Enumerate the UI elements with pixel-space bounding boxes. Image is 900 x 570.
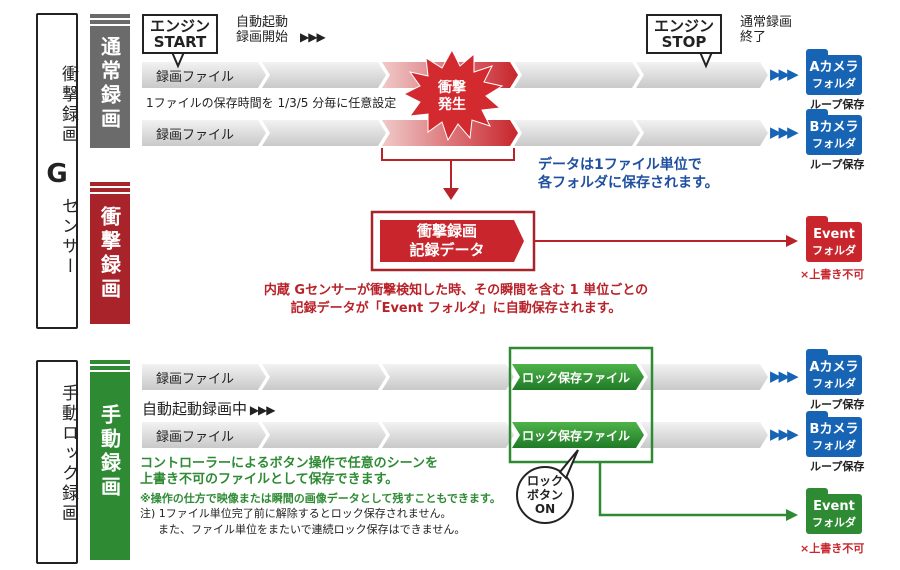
folder-b-top: Bカメラ フォルダ: [806, 109, 862, 155]
bottom-bar-1-seg5: [640, 364, 768, 390]
note-line1: 注) 1ファイル単位完了前に解除するとロック保存されません。: [140, 507, 452, 520]
gsensor-title-bottom: センサー: [58, 197, 78, 277]
impact-bracket: [381, 148, 515, 161]
impact-data-label: 衝撃録画 記録データ: [409, 222, 485, 259]
bottom-bar-1-seg1: [142, 364, 266, 390]
save-time-note: 1ファイルの保存時間を 1/3/5 分毎に任意設定: [146, 96, 397, 110]
top-bar-1-seg4: [514, 62, 640, 88]
folder-event-top-name: Event: [813, 227, 855, 242]
gsensor-title-g: G: [46, 159, 68, 189]
top-bar-1-seg1: [142, 62, 266, 88]
folder-a-bottom-word: フォルダ: [812, 377, 856, 390]
manual-title: 手動ロック録画: [58, 384, 78, 524]
normal-band: 通常録画: [90, 14, 130, 148]
top-bar-2-seg2: [262, 120, 386, 146]
lock-frame: [508, 346, 654, 464]
gsensor-note-line1: 内蔵 Gセンサーが衝撃検知した時、その瞬間を含む 1 単位ごとの: [263, 283, 649, 298]
folder-b-top-name: Bカメラ: [809, 120, 859, 135]
folder-event-bottom: Event フォルダ: [806, 488, 862, 534]
normal-end-label: 通常録画 終了: [740, 15, 793, 45]
folder-event-bottom-name: Event: [813, 499, 855, 514]
impact-band-label: 衝撃録画: [97, 206, 122, 302]
folder-a-bottom: Aカメラ フォルダ: [806, 349, 862, 395]
lock-to-event-arrow: [598, 462, 790, 517]
bottom-rec-file-2: 録画ファイル: [156, 429, 235, 445]
folder-b-bottom-name: Bカメラ: [809, 422, 859, 437]
chevron-a-top: ▶▶▶: [770, 65, 799, 83]
top-bar-1-seg5: [636, 62, 768, 88]
folder-event-top-caption: ×上書き不可: [800, 268, 865, 281]
folder-a-top: Aカメラ フォルダ: [806, 49, 862, 95]
op-note: ※操作の仕方で映像または瞬間の画像データとして残すこともできます。: [140, 492, 501, 505]
bottom-bar-1-seg2: [262, 364, 386, 390]
folder-a-bottom-name: Aカメラ: [809, 360, 859, 375]
gsensor-note-line2: 記録データが「Event フォルダ」に自動保存されます。: [290, 301, 622, 316]
auto-rec-arrows: ▶▶▶: [247, 403, 276, 417]
engine-stop-label: エンジン STOP: [646, 14, 723, 54]
manual-band: 手動録画: [90, 360, 130, 560]
folder-b-top-caption: ループ保存: [810, 158, 865, 171]
top-bar-1-seg2: [262, 62, 386, 88]
folder-a-bottom-caption: ループ保存: [810, 398, 865, 411]
chevron-a-bottom: ▶▶▶: [770, 367, 799, 385]
bottom-bar-2-seg1: [142, 422, 266, 448]
auto-rec-label: 自動起動録画中 ▶▶▶: [142, 398, 275, 419]
bottom-bar-2-seg3: [382, 422, 514, 448]
folder-event-bottom-word: フォルダ: [812, 516, 856, 529]
normal-band-label: 通常録画: [97, 36, 122, 132]
top-bar-2-seg5: [636, 120, 768, 146]
auto-start-label: 自動起動 録画開始: [236, 15, 289, 45]
bottom-rec-file-1: 録画ファイル: [156, 371, 235, 387]
manual-title-box: 手動ロック録画: [36, 360, 78, 564]
top-rec-file-2: 録画ファイル: [156, 127, 235, 143]
folder-b-bottom-caption: ループ保存: [810, 460, 865, 473]
gsensor-title-box: 衝撃録画 G センサー: [36, 13, 78, 329]
top-bar-2-seg1: [142, 120, 266, 146]
bottom-bar-2-lock: [512, 422, 644, 448]
lock-file-2-label: ロック保存ファイル: [522, 429, 631, 443]
chevron-b-bottom: ▶▶▶: [770, 425, 799, 443]
bottom-bar-1-seg3: [382, 364, 514, 390]
top-rec-file-1: 録画ファイル: [156, 69, 235, 85]
controller-note-line1: コントローラーによるボタン操作で任意のシーンを: [140, 456, 438, 471]
bottom-bar-2-seg5: [640, 422, 768, 448]
note-line2: また、ファイル単位をまたいで連続ロック保存はできません。: [158, 523, 466, 536]
manual-band-label: 手動録画: [97, 404, 122, 500]
bottom-bar-2-seg2: [262, 422, 386, 448]
data-note: データは1ファイル単位で 各フォルダに保存されます。: [538, 157, 719, 191]
auto-rec-text: 自動起動録画中: [142, 400, 248, 418]
folder-a-top-word: フォルダ: [812, 77, 856, 90]
lock-file-1-label: ロック保存ファイル: [522, 371, 631, 385]
impact-burst-label: 衝撃 発生: [438, 80, 466, 113]
folder-event-top: Event フォルダ: [806, 216, 862, 262]
folder-a-top-caption: ループ保存: [810, 98, 865, 111]
folder-event-top-word: フォルダ: [812, 244, 856, 257]
folder-a-top-name: Aカメラ: [809, 60, 859, 75]
chevron-b-top: ▶▶▶: [770, 123, 799, 141]
bottom-bar-1-lock: [512, 364, 644, 390]
folder-b-bottom-word: フォルダ: [812, 439, 856, 452]
folder-event-bottom-caption: ×上書き不可: [800, 542, 865, 555]
engine-start-label: エンジン START: [142, 14, 219, 54]
folder-b-top-word: フォルダ: [812, 137, 856, 150]
top-bar-2-seg4: [514, 120, 640, 146]
lock-button-label: ロック ボタン ON: [526, 474, 563, 516]
controller-note-line2: 上書き不可のファイルとして保存できます。: [140, 472, 399, 487]
gsensor-title-top: 衝撃録画: [58, 65, 78, 145]
impact-burst: [402, 48, 504, 142]
impact-band: 衝撃録画: [90, 182, 130, 324]
folder-b-bottom: Bカメラ フォルダ: [806, 411, 862, 457]
auto-start-arrows: ▶▶▶: [300, 30, 326, 44]
